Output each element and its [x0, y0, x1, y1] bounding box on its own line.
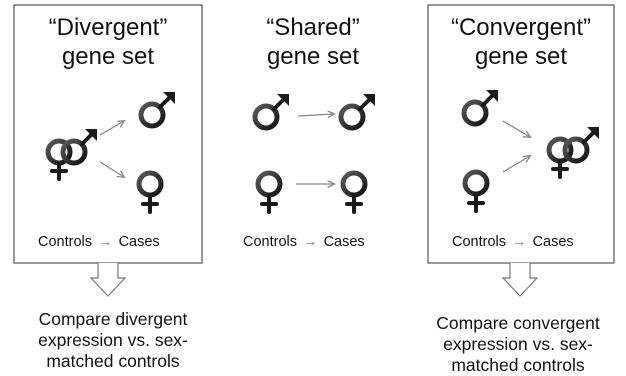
shared-axis-label: Controls → Cases [243, 234, 365, 250]
shared-axis-from: Controls [243, 234, 297, 250]
divergent-combined-symbol [45, 129, 97, 181]
convergent-down-arrow [501, 263, 539, 297]
divergent-axis-from: Controls [38, 234, 92, 250]
divergent-note-line3: matched controls [46, 351, 180, 371]
convergent-axis-to: Cases [532, 234, 574, 250]
divergent-axis-label: Controls → Cases [38, 234, 160, 250]
divergent-male-symbol [138, 92, 175, 129]
shared-female-control-symbol [255, 170, 283, 214]
divergent-title-line2: gene set [61, 43, 155, 70]
convergent-note-line3: matched controls [451, 355, 585, 375]
convergent-axis-from: Controls [452, 234, 506, 250]
convergent-title-line1: “Convergent” [450, 14, 592, 41]
shared-male-control-symbol [252, 94, 289, 131]
divergent-down-arrow [89, 263, 127, 297]
convergent-title: “Convergent” gene set [428, 13, 614, 71]
convergent-axis-label: Controls → Cases [452, 234, 574, 250]
shared-axis-to: Cases [323, 234, 365, 250]
convergent-title-line2: gene set [474, 43, 568, 70]
shared-title-line1: “Shared” [266, 14, 360, 41]
shared-title: “Shared” gene set [220, 13, 406, 71]
shared-male-case-symbol [338, 94, 375, 131]
divergent-note-line1: Compare divergent [38, 309, 188, 329]
convergent-combined-symbol [546, 127, 599, 179]
divergent-axis-arrow: → [98, 234, 113, 250]
divergent-note: Compare divergent expression vs. sex- ma… [0, 309, 226, 372]
shared-female-case-symbol [340, 170, 368, 214]
divergent-arrow-up [99, 121, 124, 136]
divergent-axis-to: Cases [118, 234, 160, 250]
divergent-arrow-down [99, 161, 124, 177]
convergent-note-line1: Compare convergent [436, 313, 600, 333]
shared-title-line2: gene set [266, 43, 360, 70]
divergent-title-line1: “Divergent” [48, 14, 168, 41]
shared-arrow-male [297, 114, 334, 116]
convergent-male-symbol [461, 90, 498, 127]
divergent-female-symbol [136, 170, 164, 214]
convergent-note: Compare convergent expression vs. sex- m… [410, 313, 626, 376]
divergent-title: “Divergent” gene set [14, 13, 202, 71]
divergent-note-line2: expression vs. sex- [38, 330, 188, 350]
convergent-arrow-from-female [502, 156, 530, 173]
convergent-note-line2: expression vs. sex- [443, 334, 593, 354]
convergent-female-symbol [462, 169, 490, 213]
convergent-arrow-from-male [502, 120, 530, 137]
shared-axis-arrow: → [303, 234, 318, 250]
convergent-axis-arrow: → [512, 234, 527, 250]
